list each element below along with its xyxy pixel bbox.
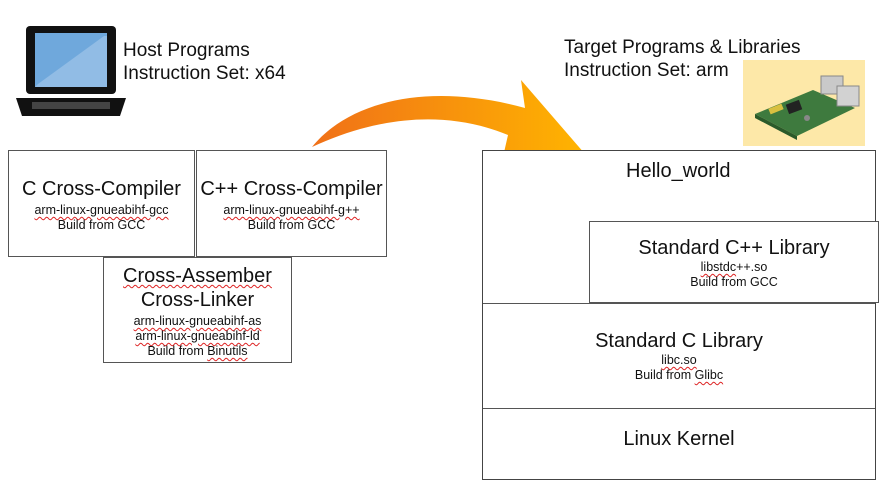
linker-binary: arm-linux-gnueabihf-ld (135, 329, 260, 343)
build-prefix: Build from (147, 344, 208, 358)
raspberry-pi-board-icon (743, 60, 865, 146)
cross-compile-arrow (312, 80, 585, 170)
c-compiler-binary: arm-linux-gnueabihf-gcc (34, 203, 169, 217)
c-compiler-build: Build from GCC (57, 218, 146, 232)
host-instruction-set: Instruction Set: x64 (123, 63, 286, 84)
c-compiler-title: C Cross-Compiler (22, 178, 181, 200)
c-library-section: Standard C Library libc.so Build from Gl… (483, 329, 875, 383)
cpp-compiler-binary: arm-linux-gnueabihf-g++ (223, 203, 360, 217)
target-stack: Hello_world Standard C++ Library libstdc… (482, 150, 879, 480)
c-library-title: Standard C Library (595, 330, 763, 352)
host-title: Host Programs (123, 40, 250, 61)
cpp-cross-compiler-box: C++ Cross-Compiler arm-linux-gnueabihf-g… (196, 150, 387, 257)
linker-title: Cross-Linker (140, 289, 255, 311)
binutils-build: Build from Binutils (104, 344, 291, 359)
cpp-library-title: Standard C++ Library (638, 237, 830, 259)
c-cross-compiler-box: C Cross-Compiler arm-linux-gnueabihf-gcc… (8, 150, 195, 257)
cpp-compiler-build: Build from GCC (247, 218, 336, 232)
glibc-name: Glibc (694, 368, 724, 382)
glibc-prefix: Build from (634, 368, 695, 382)
assembler-linker-box: Cross-Assember Cross-Linker arm-linux-gn… (103, 257, 292, 363)
cpp-library-file: libstdc++.so (590, 260, 878, 275)
c-library-file: libc.so (661, 353, 697, 367)
assembler-title: Cross-Assember (123, 265, 272, 287)
divider-2 (483, 408, 875, 409)
assembler-binary: arm-linux-gnueabihf-as (133, 314, 262, 328)
cpp-library-box: Standard C++ Library libstdc++.so Build … (589, 221, 879, 303)
hello-world-label: Hello_world (626, 160, 731, 182)
binutils-name: Binutils (207, 344, 248, 358)
libstdc-name: libstdc (700, 260, 737, 274)
target-title: Target Programs & Libraries (564, 37, 801, 58)
divider-1 (483, 303, 875, 304)
cpp-compiler-title: C++ Cross-Compiler (200, 178, 383, 200)
c-library-build: Build from Glibc (483, 368, 875, 383)
target-instruction-set: Instruction Set: arm (564, 60, 729, 81)
linux-kernel-label: Linux Kernel (623, 428, 735, 450)
cpp-library-build: Build from GCC (690, 275, 778, 289)
libstdc-ext: ++.so (736, 260, 768, 274)
laptop-icon (16, 26, 126, 116)
